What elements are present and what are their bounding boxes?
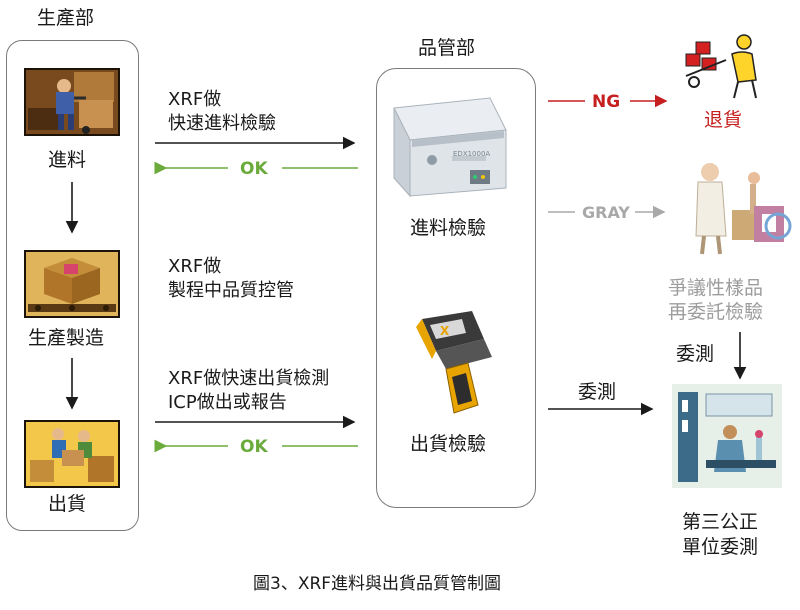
return-goods-illustration xyxy=(682,32,770,102)
conveyor-box-illustration xyxy=(24,250,120,318)
machine-model-label: EDX1000A xyxy=(453,150,491,158)
svg-text:X: X xyxy=(440,324,450,338)
ng-label: NG xyxy=(592,92,621,112)
note-process-line1: XRF做 xyxy=(168,256,222,277)
step-shipping: 出貨 xyxy=(48,493,87,515)
note-process-line2: 製程中品質控管 xyxy=(168,280,294,301)
gray-label: GRAY xyxy=(582,203,630,222)
outcome-disputed-line1: 爭議性樣品 xyxy=(668,277,764,299)
note-shipping-line1: XRF做快速出貨檢測 xyxy=(168,368,330,389)
commission-label-vertical: 委測 xyxy=(676,343,715,365)
worker-handtruck-illustration xyxy=(24,68,120,136)
handheld-xrf-analyzer-illustration: X xyxy=(392,305,502,417)
figure-caption: 圖3、XRF進料與出貨品質管制圖 xyxy=(253,574,502,594)
outcome-thirdparty-line1: 第三公正 xyxy=(682,511,759,533)
ok-label-incoming: OK xyxy=(240,159,268,179)
step-manufacturing: 生產製造 xyxy=(28,327,105,349)
third-party-lab-illustration xyxy=(672,384,782,488)
note-incoming-line1: XRF做 xyxy=(168,89,222,110)
workers-shipping-illustration xyxy=(24,420,120,488)
note-shipping-line2: ICP做出或報告 xyxy=(168,392,287,413)
note-incoming-line2: 快速進料檢驗 xyxy=(168,113,276,134)
ok-label-shipping: OK xyxy=(240,437,268,457)
step-incoming: 進料 xyxy=(48,149,87,171)
qc-title: 品管部 xyxy=(418,37,476,59)
xrf-benchtop-analyzer-illustration xyxy=(386,90,512,198)
outcome-disputed-line2: 再委託檢驗 xyxy=(668,301,764,323)
qc-shipping-label: 出貨檢驗 xyxy=(410,433,487,455)
outcome-thirdparty-line2: 單位委測 xyxy=(682,536,759,558)
lab-scientist-illustration xyxy=(688,156,792,256)
outcome-return-label: 退貨 xyxy=(704,109,743,131)
qc-incoming-label: 進料檢驗 xyxy=(410,217,487,239)
production-title: 生產部 xyxy=(37,7,95,29)
commission-label-horizontal: 委測 xyxy=(578,381,617,403)
